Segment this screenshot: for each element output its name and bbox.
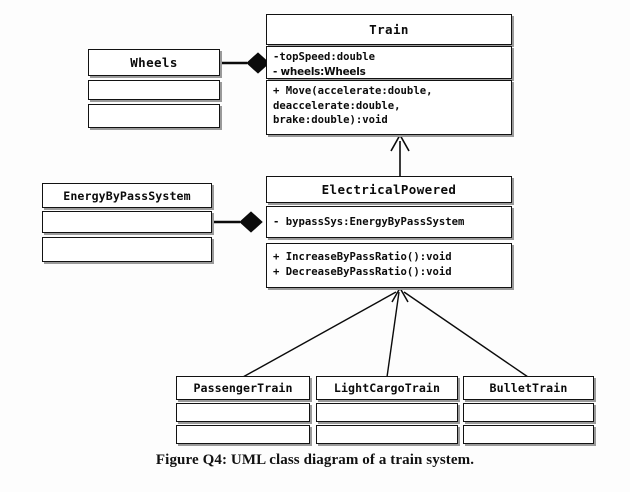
class-bullettrain-attributes-compartment[interactable] — [463, 403, 594, 422]
edge-generalization-lightcargotrain-electricalpowered — [386, 291, 400, 378]
class-lightcargotrain-attributes-compartment[interactable] — [316, 403, 458, 422]
class-name-label: Wheels — [130, 55, 178, 70]
attribute-row: -topSpeed:double — [273, 51, 376, 63]
class-wheels-name-compartment[interactable]: Wheels — [88, 49, 220, 76]
edge-composition-train-wheels — [220, 52, 270, 74]
class-lightcargotrain-name-compartment[interactable]: LightCargoTrain — [316, 376, 458, 400]
method-row: brake:double):void — [273, 114, 388, 126]
method-row: + DecreaseByPassRatio():void — [273, 265, 452, 278]
class-bullettrain-name-compartment[interactable]: BulletTrain — [463, 376, 594, 400]
class-electricalpowered-name-compartment[interactable]: ElectricalPowered — [266, 176, 512, 203]
edge-generalization-electricalpowered-train — [390, 133, 410, 176]
class-passengertrain-name-compartment[interactable]: PassengerTrain — [176, 376, 310, 400]
figure-caption: Figure Q4: UML class diagram of a train … — [155, 452, 475, 468]
class-electricalpowered-methods-compartment[interactable]: + IncreaseByPassRatio():void + DecreaseB… — [266, 243, 512, 288]
class-passengertrain-methods-compartment[interactable] — [176, 425, 310, 444]
class-train-attributes-compartment[interactable]: -topSpeed:double - wheels:Wheels — [266, 46, 512, 79]
class-name-label: EnergyByPassSystem — [63, 188, 191, 203]
hollow-triangle-icon — [390, 133, 410, 152]
attribute-row: - wheels:Wheels — [273, 65, 366, 78]
class-energybypasssystem-name-compartment[interactable]: EnergyByPassSystem — [42, 183, 212, 208]
class-lightcargotrain-methods-compartment[interactable] — [316, 425, 458, 444]
method-row: deaccelerate:double, — [273, 99, 401, 112]
filled-diamond-icon — [239, 211, 263, 233]
edge-composition-electricalpowered-energybypasssystem — [212, 211, 263, 233]
class-energybypasssystem-methods-compartment[interactable] — [42, 237, 212, 262]
edge-generalization-bullettrain-electricalpowered — [403, 291, 529, 378]
class-passengertrain-attributes-compartment[interactable] — [176, 403, 310, 422]
hollow-triangle-icon — [391, 286, 409, 303]
class-energybypasssystem-attributes-compartment[interactable] — [42, 211, 212, 233]
class-train-name-compartment[interactable]: Train — [266, 14, 512, 45]
attribute-row: - bypassSys:EnergyByPassSystem — [273, 216, 465, 229]
class-name-label: BulletTrain — [489, 381, 568, 395]
class-electricalpowered-attributes-compartment[interactable]: - bypassSys:EnergyByPassSystem — [266, 206, 512, 238]
class-name-label: ElectricalPowered — [321, 182, 457, 197]
class-name-label: LightCargoTrain — [333, 381, 441, 395]
class-name-label: PassengerTrain — [193, 381, 293, 395]
class-wheels-attributes-compartment[interactable] — [88, 80, 220, 100]
method-row: + Move(accelerate:double, — [273, 85, 433, 97]
class-wheels-methods-compartment[interactable] — [88, 104, 220, 128]
class-bullettrain-methods-compartment[interactable] — [463, 425, 594, 444]
class-train-methods-compartment[interactable]: + Move(accelerate:double, deaccelerate:d… — [266, 80, 512, 135]
method-row: + IncreaseByPassRatio():void — [273, 251, 452, 263]
class-name-label: Train — [369, 22, 409, 37]
edge-generalization-passengertrain-electricalpowered — [242, 291, 397, 378]
